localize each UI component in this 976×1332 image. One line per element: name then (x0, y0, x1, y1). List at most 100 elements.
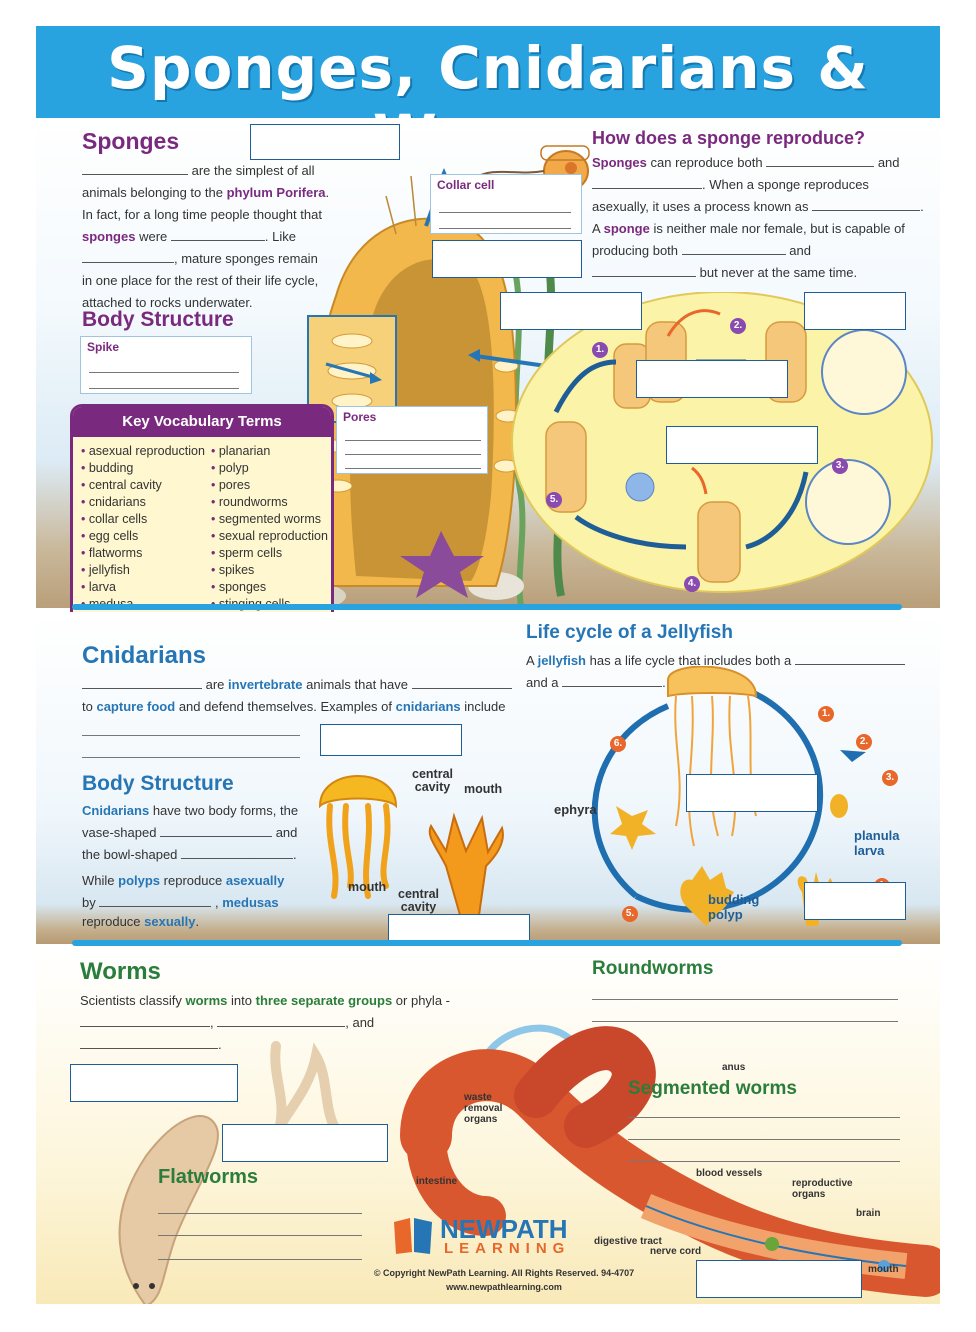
blank-line (345, 467, 481, 469)
blank[interactable] (592, 174, 702, 189)
answer-box[interactable] (804, 882, 906, 920)
blank-line (592, 998, 898, 1000)
text: in one place for the rest of their life … (82, 273, 319, 288)
text: . When a sponge reproduces (702, 177, 869, 192)
answer-box[interactable] (804, 292, 906, 330)
vocab-term: segmented worms (211, 511, 328, 528)
blank[interactable] (562, 672, 663, 687)
text: , (214, 895, 219, 910)
pores-label-box[interactable]: Pores (336, 406, 488, 474)
answer-box[interactable] (686, 774, 818, 812)
divider (72, 604, 902, 610)
blank-line (82, 734, 300, 736)
vocab-term: budding (81, 460, 205, 477)
text: and a (526, 675, 559, 690)
sponges-heading: Sponges (82, 128, 180, 154)
answer-box[interactable] (696, 1260, 862, 1298)
blank[interactable] (99, 892, 212, 907)
blank[interactable] (80, 1012, 210, 1027)
text: is neither male nor female, but is capab… (653, 221, 905, 236)
blank[interactable] (411, 674, 512, 689)
answer-box[interactable] (500, 292, 642, 330)
worms-illustration (118, 1024, 940, 1304)
text: have two body forms, the (152, 803, 299, 818)
step-number: 6. (610, 736, 626, 752)
text: A (526, 653, 534, 668)
vocab-term: planarian (211, 443, 328, 460)
text: producing both (592, 243, 679, 258)
blank[interactable] (766, 152, 875, 167)
copyright: © Copyright NewPath Learning. All Rights… (373, 1268, 635, 1278)
vocab-term: sexual reproduction (211, 528, 328, 545)
central-cavity-label: central cavity (398, 887, 439, 914)
newpath-logo: NEWPATH LEARNING (390, 1214, 620, 1260)
vocab-term: spikes (211, 562, 328, 579)
vocab-term: pores (211, 477, 328, 494)
vocab-term: polyp (211, 460, 328, 477)
blank[interactable] (82, 160, 188, 175)
blank[interactable] (681, 240, 786, 255)
step-number: 1. (818, 706, 834, 722)
answer-box[interactable] (70, 1064, 238, 1102)
mouth-label: mouth (348, 880, 387, 894)
vocab-list-2: planarian polyp pores roundworms segment… (211, 443, 328, 630)
reproduce-heading: How does a sponge reproduce? (592, 128, 866, 148)
intestine-label: intestine (416, 1176, 458, 1187)
text: jellyfish (537, 653, 587, 668)
text: or phyla - (395, 993, 450, 1008)
answer-box[interactable] (636, 360, 788, 398)
text: While (82, 873, 115, 888)
blank-line (82, 756, 300, 758)
text: and (275, 825, 298, 840)
text: A (592, 221, 600, 236)
answer-box[interactable] (666, 426, 818, 464)
text: can reproduce both (650, 155, 763, 170)
website-link[interactable]: www.newpathlearning.com (446, 1282, 562, 1292)
key-vocabulary-panel: Key Vocabulary Terms asexual reproductio… (70, 404, 334, 634)
text: but never at the same time. (699, 265, 858, 280)
blank-line (439, 211, 571, 213)
vocab-term: cnidarians (81, 494, 205, 511)
cnidarians-heading: Cnidarians (82, 642, 207, 669)
text: In fact, for a long time people thought … (82, 207, 322, 222)
blank[interactable] (217, 1012, 346, 1027)
blank[interactable] (170, 226, 265, 241)
vocab-heading: Key Vocabulary Terms (73, 407, 331, 437)
text: into (231, 993, 252, 1008)
answer-box[interactable] (432, 240, 582, 278)
blank[interactable] (82, 674, 202, 689)
answer-box[interactable] (320, 724, 462, 756)
step-number: 3. (882, 770, 898, 786)
roundworms-heading: Roundworms (592, 958, 714, 979)
blank-line (89, 371, 239, 373)
spike-label-box[interactable]: Spike (80, 336, 252, 394)
text: to (82, 699, 93, 714)
answer-box[interactable] (250, 124, 400, 160)
blank[interactable] (80, 1034, 218, 1049)
blank-line (89, 387, 239, 389)
divider (72, 940, 902, 946)
text: are the simplest of all (191, 163, 315, 178)
poster: Sponges, Cnidarians & Worms (36, 26, 940, 1304)
collar-cell-label-box[interactable]: Collar cell (430, 174, 582, 234)
text: and (789, 243, 811, 258)
jellyfish-heading: Life cycle of a Jellyfish (526, 622, 733, 643)
blank-line (345, 439, 481, 441)
text: by (82, 895, 96, 910)
book-icon (394, 1218, 432, 1254)
blank[interactable] (82, 248, 174, 263)
blank[interactable] (794, 650, 905, 665)
cnidarian-body-paragraph: Cnidarians have two body forms, the vase… (82, 803, 299, 929)
blank-line (158, 1258, 362, 1260)
worms-paragraph: Scientists classify worms into three sep… (80, 993, 450, 1052)
vocab-term: egg cells (81, 528, 205, 545)
blank[interactable] (812, 196, 921, 211)
blank[interactable] (592, 262, 696, 277)
text: include (464, 699, 506, 714)
spike-label: Spike (87, 340, 120, 354)
blank[interactable] (160, 822, 273, 837)
text: polyps (118, 873, 161, 888)
blank[interactable] (181, 844, 294, 859)
answer-box[interactable] (222, 1124, 388, 1162)
text: animals belonging to the (82, 185, 223, 200)
